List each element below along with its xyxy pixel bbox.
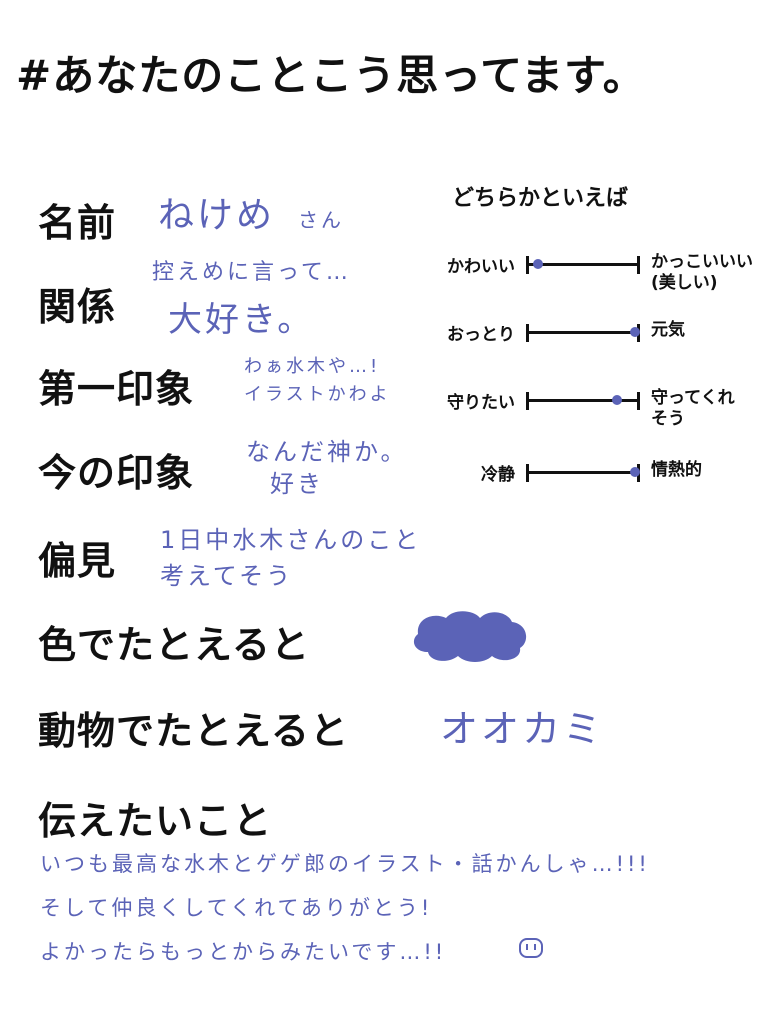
scale-left-label: おっとり: [447, 325, 515, 345]
current-impression-label: 今の印象: [38, 451, 195, 495]
message-label: 伝えたいこと: [38, 799, 273, 843]
scale-bar: [527, 399, 638, 402]
prejudice-answer-line1: 1日中水木さんのこと: [160, 526, 422, 554]
scale-right-label-line1: かっこいいい: [651, 252, 753, 272]
scale-cap-left: [526, 324, 529, 342]
scale-cap-right: [637, 392, 640, 410]
scale-cap-left: [526, 392, 529, 410]
scale-marker: [611, 395, 622, 405]
scale-marker: [629, 467, 640, 477]
scale-left-label: かわいい: [447, 257, 515, 277]
scale-cap-left: [526, 256, 529, 274]
scale-left-label: 冷静: [481, 465, 515, 485]
relation-label: 関係: [38, 285, 117, 329]
animal-answer: オオカミ: [440, 707, 605, 751]
scale-bar: [527, 471, 638, 474]
color-label: 色でたとえると: [38, 623, 310, 667]
first-impression-answer-line1: わぁ水木や…!: [244, 356, 381, 377]
page-title: #あなたのことこう思ってます。: [16, 51, 646, 100]
scale-marker: [533, 259, 544, 269]
scale-right-label-line2: そう: [651, 409, 685, 430]
message-line2: そして仲良くしてくれてありがとう!: [40, 896, 433, 920]
relation-answer-line2: 大好き。: [168, 300, 315, 340]
name-answer: ねけめ: [158, 195, 276, 236]
scale-bar: [527, 263, 638, 266]
scale-right-label-line1: 元気: [651, 320, 685, 340]
prejudice-answer-line2: 考えてそう: [160, 562, 294, 590]
name-suffix: さん: [298, 208, 344, 232]
scale-right-label-line1: 守ってくれ: [651, 388, 735, 408]
name-label: 名前: [38, 201, 117, 245]
scale-right-label: 守ってくれそう: [651, 388, 735, 431]
prejudice-label: 偏見: [38, 539, 117, 583]
first-impression-answer-line2: イラストかわよ: [244, 384, 391, 405]
animal-label: 動物でたとえると: [38, 709, 349, 753]
scale-cap-right: [637, 256, 640, 274]
scale-marker: [629, 327, 640, 337]
current-impression-answer-line2: 好き: [270, 470, 324, 498]
scale-bar: [527, 331, 638, 334]
scale-right-label-line2: (美しい): [651, 273, 718, 294]
color-swatch: [413, 611, 527, 662]
scale-right-label: かっこいいい(美しい): [651, 252, 753, 295]
current-impression-answer-line1: なんだ神か。: [246, 438, 408, 466]
scale-right-label: 情熱的: [651, 460, 702, 481]
message-line1: いつも最高な水木とゲゲ郎のイラスト・話かんしゃ…!!!: [40, 852, 650, 876]
scale-left-label: 守りたい: [447, 393, 515, 413]
smile-emoji-icon: [519, 938, 543, 958]
relation-answer-line1: 控えめに言って…: [152, 260, 351, 285]
scale-heading: どちらかといえば: [452, 186, 629, 211]
first-impression-label: 第一印象: [38, 367, 195, 411]
scale-right-label-line1: 情熱的: [651, 460, 702, 480]
message-line3: よかったらもっとからみたいです…!!: [40, 940, 447, 964]
scale-cap-left: [526, 464, 529, 482]
scale-right-label: 元気: [651, 320, 685, 341]
